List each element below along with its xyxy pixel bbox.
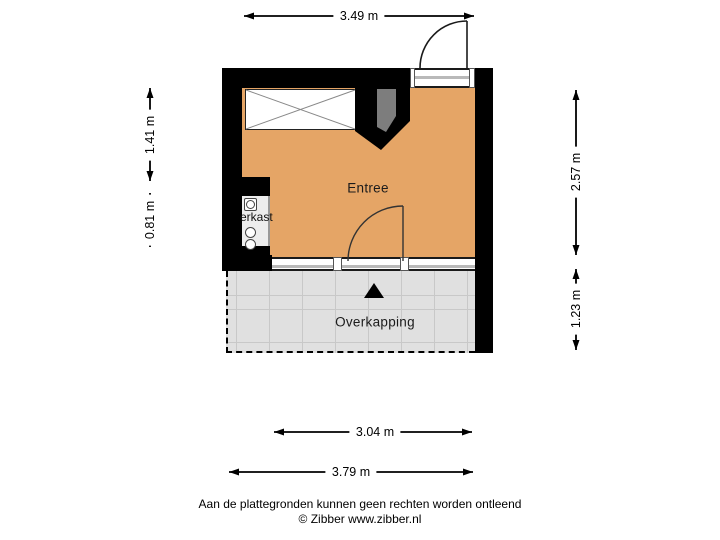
meter-symbols <box>245 239 256 250</box>
entry-door-threshold <box>410 68 475 88</box>
dimension-label-left-lower: 0.81 m <box>142 195 158 245</box>
room-label-meterkast: erkast <box>240 210 273 224</box>
door-frame-post <box>469 68 475 88</box>
wall-top <box>222 68 410 88</box>
door-frame-post <box>410 68 415 88</box>
dimension-label-right-upper: 2.57 m <box>568 147 584 197</box>
dimension-label-bottom-inner: 3.04 m <box>350 424 400 440</box>
window-band-bottom <box>272 257 475 271</box>
dimension-label-bottom-outer: 3.79 m <box>326 464 376 480</box>
wall-left <box>222 68 242 271</box>
footer: Aan de plattegronden kunnen geen rechten… <box>0 497 720 527</box>
disclaimer-text: Aan de plattegronden kunnen geen rechten… <box>198 497 522 511</box>
wall-step-above-meterkast <box>242 177 270 196</box>
dimension-label-top: 3.49 m <box>334 8 384 24</box>
north-arrow-icon <box>364 283 384 298</box>
meter-symbols <box>244 198 257 211</box>
meter-symbols <box>245 227 256 238</box>
room-overkapping-floor <box>226 271 475 353</box>
wall-bottom-left-block <box>222 255 272 271</box>
wall-right <box>475 68 493 353</box>
window-post <box>333 257 342 271</box>
entry-door-swing-arc <box>419 20 468 69</box>
dimension-label-left-upper: 1.41 m <box>142 110 158 160</box>
copyright-text: © Zibber www.zibber.nl <box>298 512 422 526</box>
room-label-overkapping: Overkapping <box>335 314 415 330</box>
dimension-label-right-lower: 1.23 m <box>568 284 584 334</box>
crossed-void-icon <box>245 89 356 130</box>
window-post <box>400 257 409 271</box>
room-label-entree: Entree <box>347 180 389 196</box>
